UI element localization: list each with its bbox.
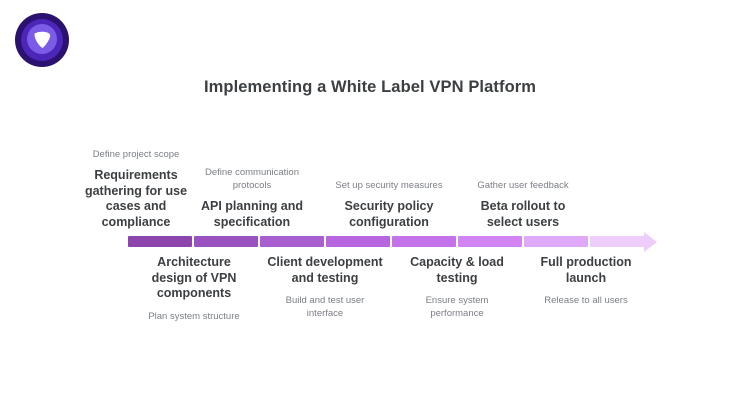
timeline-segment-6[interactable] xyxy=(458,236,522,247)
milestone-title: Requirements gathering for use cases and… xyxy=(84,168,188,229)
milestone-4[interactable]: Client development and testing Build and… xyxy=(267,255,383,320)
arrow-head-icon xyxy=(644,231,657,252)
milestone-caption: Ensure system performance xyxy=(425,295,489,319)
logo-shield-glyph xyxy=(34,31,51,48)
milestone-5[interactable]: Set up security measures Security policy… xyxy=(331,180,447,231)
timeline-segment-3[interactable] xyxy=(260,236,324,247)
milestone-title: Capacity & load testing xyxy=(410,255,504,285)
milestone-6[interactable]: Capacity & load testing Ensure system pe… xyxy=(399,255,515,320)
milestone-caption: Build and test user interface xyxy=(285,295,365,319)
timeline-segment-8-arrow[interactable] xyxy=(590,231,657,252)
vpn-shield-logo-svg xyxy=(15,13,69,67)
milestone-caption: Set up security measures xyxy=(335,179,443,191)
milestone-title: Beta rollout to select users xyxy=(480,199,566,229)
milestone-caption: Release to all users xyxy=(544,295,628,306)
page-title: Implementing a White Label VPN Platform xyxy=(203,78,537,96)
timeline-segment-2[interactable] xyxy=(194,236,258,247)
vpn-shield-logo xyxy=(14,12,70,68)
process-timeline: Define project scope Requirements gather… xyxy=(85,120,657,360)
timeline-bar xyxy=(128,231,657,252)
milestone-caption: Define project scope xyxy=(92,148,180,160)
milestone-2[interactable]: Architecture design of VPN components Pl… xyxy=(136,255,252,323)
milestone-title: API planning and specification xyxy=(200,199,304,229)
milestone-caption: Plan system structure xyxy=(148,310,240,322)
timeline-segment-4[interactable] xyxy=(326,236,390,247)
milestone-3[interactable]: Define communication protocols API plann… xyxy=(194,167,310,230)
milestone-title: Security policy configuration xyxy=(344,199,434,229)
timeline-segment-1[interactable] xyxy=(128,236,192,247)
milestone-7[interactable]: Gather user feedback Beta rollout to sel… xyxy=(465,180,581,231)
milestone-caption: Gather user feedback xyxy=(477,179,569,191)
milestone-caption: Define communication protocols xyxy=(205,167,299,191)
timeline-segment-7[interactable] xyxy=(524,236,588,247)
milestone-1[interactable]: Define project scope Requirements gather… xyxy=(78,149,194,231)
milestone-8[interactable]: Full production launch Release to all us… xyxy=(528,255,644,308)
milestone-title: Client development and testing xyxy=(267,255,383,285)
milestone-title: Full production launch xyxy=(540,255,632,285)
timeline-segment-5[interactable] xyxy=(392,236,456,247)
milestone-title: Architecture design of VPN components xyxy=(151,255,237,300)
